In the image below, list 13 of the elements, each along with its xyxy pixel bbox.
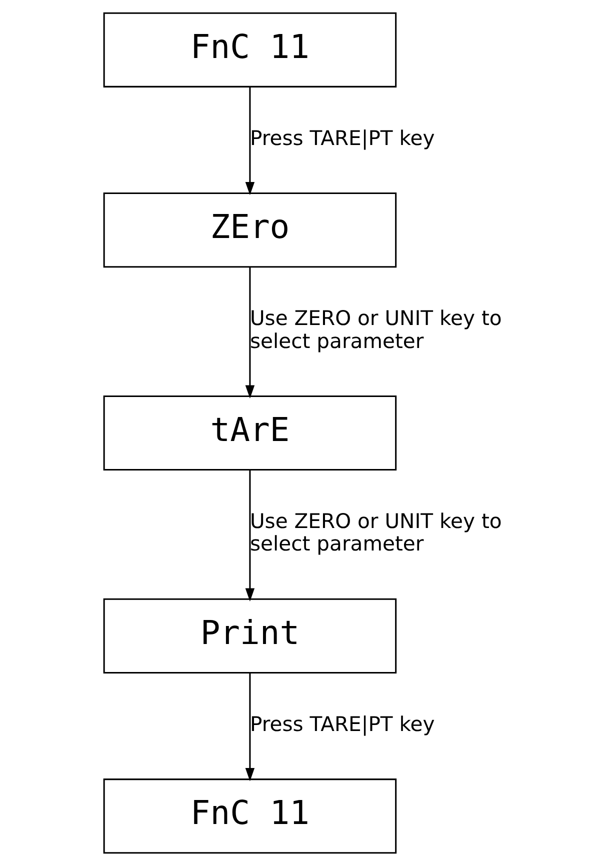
node-box: FnC 11 (103, 12, 397, 88)
edge-label: Press TARE|PT key (250, 126, 435, 150)
node-box: ZEro (103, 192, 397, 268)
node-box: Print (103, 598, 397, 674)
edge-label: Press TARE|PT key (250, 712, 435, 736)
arrow (245, 673, 255, 782)
edge-label: Use ZERO or UNIT key to select parameter (250, 508, 502, 556)
arrow (245, 267, 255, 399)
edge-label: Use ZERO or UNIT key to select parameter (250, 306, 502, 353)
node-box: tArE (103, 395, 397, 471)
node-box: FnC 11 (103, 778, 397, 854)
arrow (245, 470, 255, 602)
arrow (245, 87, 255, 196)
